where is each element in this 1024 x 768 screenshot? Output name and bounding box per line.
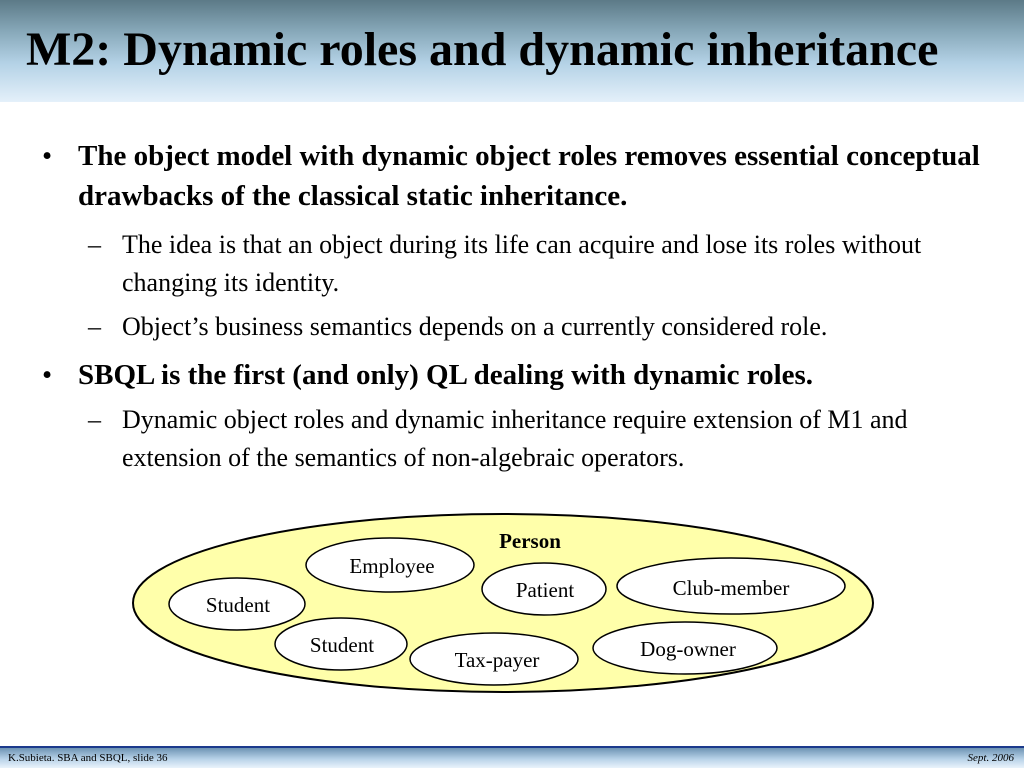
- role-patient: Patient: [481, 562, 607, 616]
- role-ellipse: [616, 557, 846, 615]
- bullet-1-sub-1: – The idea is that an object during its …: [88, 226, 1002, 302]
- footer-divider: [0, 746, 1024, 748]
- bullet-2-sub-1: – Dynamic object roles and dynamic inher…: [88, 401, 1002, 477]
- role-employee: Employee: [305, 537, 475, 593]
- role-label: Patient: [516, 578, 574, 602]
- role-ellipse: [592, 621, 778, 675]
- footer-date: Sept. 2006: [967, 752, 1014, 764]
- title-bar: M2: Dynamic roles and dynamic inheritanc…: [0, 0, 1024, 102]
- bullet-2: • SBQL is the first (and only) QL dealin…: [42, 355, 998, 395]
- bullet-1-sub-2: – Object’s business semantics depends on…: [88, 308, 1002, 346]
- bullet-1-text: The object model with dynamic object rol…: [78, 140, 980, 212]
- role-ellipse: [274, 617, 408, 671]
- role-ellipse: [305, 537, 475, 593]
- role-student-1: Student: [168, 577, 306, 631]
- bullet-2-sub-1-text: Dynamic object roles and dynamic inherit…: [122, 405, 908, 472]
- role-student-2: Student: [274, 617, 408, 671]
- bullet-2-text: SBQL is the first (and only) QL dealing …: [78, 359, 814, 391]
- dash-marker: –: [88, 405, 101, 434]
- role-tax-payer: Tax-payer: [409, 632, 579, 686]
- person-container-label: Person: [499, 529, 561, 553]
- role-label: Student: [310, 633, 374, 657]
- footer-author: K.Subieta. SBA and SBQL, slide 36: [8, 752, 168, 764]
- bullet-marker: •: [42, 140, 53, 172]
- role-label: Student: [206, 593, 270, 617]
- slide-title: M2: Dynamic roles and dynamic inheritanc…: [26, 23, 939, 76]
- bullet-1-sub-1-text: The idea is that an object during its li…: [122, 230, 922, 297]
- role-label: Club-member: [673, 576, 790, 600]
- role-ellipse: [409, 632, 579, 686]
- dash-marker: –: [88, 230, 101, 259]
- footer-bar: K.Subieta. SBA and SBQL, slide 36 Sept. …: [0, 748, 1024, 768]
- bullet-1-sub-2-text: Object’s business semantics depends on a…: [122, 312, 828, 341]
- role-ellipse: [168, 577, 306, 631]
- role-label: Employee: [349, 554, 434, 578]
- role-label: Dog-owner: [640, 637, 736, 661]
- role-ellipse: [481, 562, 607, 616]
- role-label: Tax-payer: [455, 648, 540, 672]
- bullet-marker: •: [42, 359, 53, 391]
- role-club-member: Club-member: [616, 557, 846, 615]
- bullet-1: • The object model with dynamic object r…: [42, 136, 998, 216]
- dash-marker: –: [88, 312, 101, 341]
- role-dog-owner: Dog-owner: [592, 621, 778, 675]
